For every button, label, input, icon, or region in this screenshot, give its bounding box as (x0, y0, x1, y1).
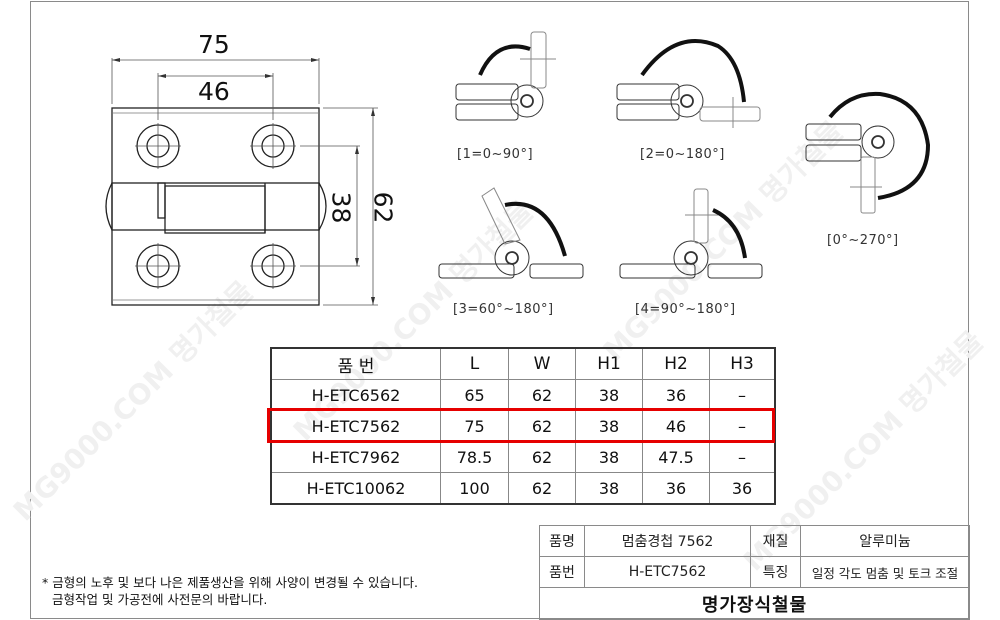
rotation-diagram-5 (805, 91, 931, 214)
header-l: L (440, 347, 509, 380)
material-label: 재질 (750, 525, 801, 557)
rotation-caption-4: [4=90°~180°] (635, 302, 736, 317)
hinge-knuckle (111, 182, 320, 231)
product-name-label: 품명 (539, 525, 585, 557)
dimension-overall-height: 62 (368, 191, 398, 224)
part-no: H-ETC7562 (584, 556, 751, 588)
cell-l: 65 (440, 379, 509, 411)
cell-h1: 38 (575, 410, 643, 442)
cell-part-no: H-ETC7562 (270, 410, 441, 442)
part-no-label: 품번 (539, 556, 585, 588)
cell-l: 75 (440, 410, 509, 442)
cell-w: 62 (508, 441, 576, 473)
cell-part-no: H-ETC10062 (270, 472, 441, 505)
cell-w: 62 (508, 472, 576, 505)
rotation-diagram-1 (455, 31, 556, 121)
note-line-2: 금형작업 및 가공전에 사전문의 바랍니다. (52, 592, 268, 607)
cell-h1: 38 (575, 472, 643, 505)
rotation-diagram-4 (619, 188, 763, 279)
product-name: 멈춤경첩 7562 (584, 525, 751, 557)
page-frame (30, 1, 969, 619)
company-name: 명가장식철물 (539, 587, 970, 620)
cell-h3: – (709, 441, 776, 473)
cell-h2: 46 (642, 410, 710, 442)
note-line-1: * 금형의 노후 및 보다 나은 제품생산을 위해 사양이 변경될 수 있습니다… (42, 575, 418, 590)
table-row: H-ETC6562 65 62 38 36 – (270, 379, 776, 411)
material: 알루미늄 (800, 525, 970, 557)
rotation-caption-2: [2=0~180°] (640, 147, 725, 162)
rotation-diagram-3 (438, 187, 584, 279)
header-h3: H3 (709, 347, 776, 380)
header-h1: H1 (575, 347, 643, 380)
cell-h3: – (709, 410, 776, 442)
cell-l: 78.5 (440, 441, 509, 473)
cell-part-no: H-ETC7962 (270, 441, 441, 473)
rotation-caption-1: [1=0~90°] (457, 147, 534, 162)
cell-h3: – (709, 379, 776, 411)
cell-part-no: H-ETC6562 (270, 379, 441, 411)
cell-h2: 47.5 (642, 441, 710, 473)
table-row-highlighted: H-ETC7562 75 62 38 46 – (270, 410, 776, 442)
cell-w: 62 (508, 410, 576, 442)
cell-h2: 36 (642, 379, 710, 411)
dimension-overall-width: 75 (198, 30, 230, 59)
header-h2: H2 (642, 347, 710, 380)
dimension-hole-spacing-width: 46 (198, 77, 230, 106)
table-row: H-ETC7962 78.5 62 38 47.5 – (270, 441, 776, 473)
notes: * 금형의 노후 및 보다 나은 제품생산을 위해 사양이 변경될 수 있습니다… (42, 574, 418, 608)
header-part-no: 품 번 (270, 347, 441, 380)
cell-l: 100 (440, 472, 509, 505)
feature: 일정 각도 멈춤 및 토크 조절 (800, 556, 970, 588)
hinge-plate-outline (111, 107, 320, 306)
cell-h2: 36 (642, 472, 710, 505)
rotation-diagram-2 (616, 39, 761, 128)
spec-table: 품 번 L W H1 H2 H3 H-ETC6562 65 62 38 36 –… (270, 347, 776, 505)
cell-h1: 38 (575, 441, 643, 473)
header-w: W (508, 347, 576, 380)
mounting-holes (136, 124, 295, 288)
dimension-hole-spacing-height: 38 (326, 191, 356, 224)
product-info-table: 품명 멈춤경첩 7562 재질 알루미늄 품번 H-ETC7562 특징 일정 … (539, 525, 970, 620)
cell-h3: 36 (709, 472, 776, 505)
rotation-caption-5: [0°~270°] (827, 233, 899, 248)
rotation-caption-3: [3=60°~180°] (453, 302, 554, 317)
feature-label: 특징 (750, 556, 801, 588)
table-row: H-ETC10062 100 62 38 36 36 (270, 472, 776, 505)
spec-table-header: 품 번 L W H1 H2 H3 (270, 347, 776, 380)
cell-h1: 38 (575, 379, 643, 411)
cell-w: 62 (508, 379, 576, 411)
